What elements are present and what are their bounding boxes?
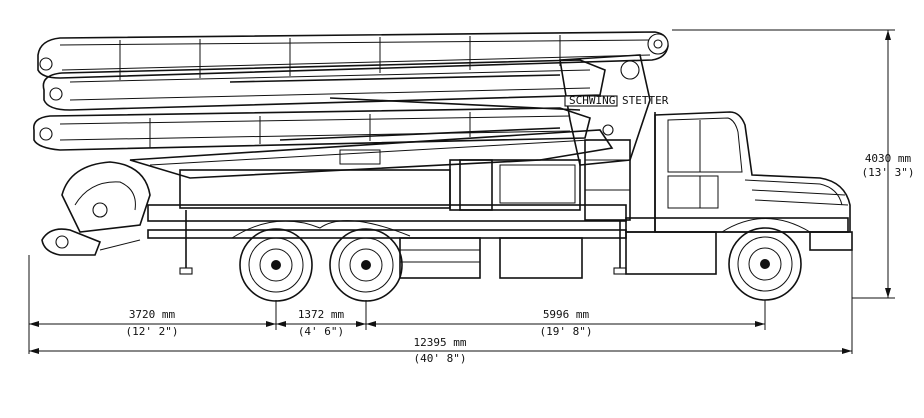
truck-cab [654,111,853,251]
brand-label: SCHWING STETTER [569,94,669,107]
front-wheel [728,227,802,301]
overall-height-metric: 4030 mm [865,152,912,165]
rear-wheel-2 [329,228,403,302]
wheelbase-imperial: (19' 8") [540,325,593,338]
overall-height-imperial: (13' 3") [862,166,915,179]
truck-chassis [147,149,849,279]
dimension-lines [28,29,895,354]
wheelbase-metric: 5996 mm [543,308,590,321]
boom-assembly: SCHWING STETTER [33,31,669,256]
rear-overhang-imperial: (12' 2") [126,325,179,338]
axle-spacing-imperial: (4' 6") [298,325,344,338]
rear-overhang-metric: 3720 mm [129,308,176,321]
dimension-labels: 3720 mm (12' 2") 1372 mm (4' 6") 5996 mm… [126,152,915,365]
overall-length-metric: 12395 mm [414,336,467,349]
overall-length-imperial: (40' 8") [414,352,467,365]
wheels [231,218,811,302]
rear-wheel-1 [239,228,313,302]
axle-spacing-metric: 1372 mm [298,308,345,321]
